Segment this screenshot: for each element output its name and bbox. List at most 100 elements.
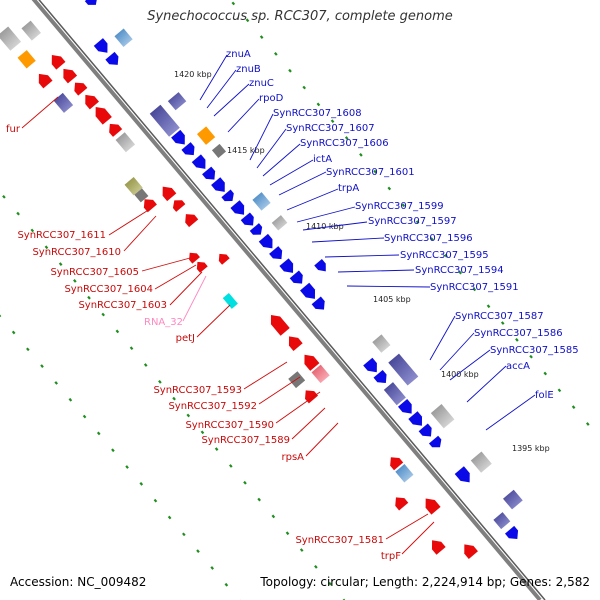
gene-label-1611: SynRCC307_1611	[17, 230, 106, 241]
tick-mark	[214, 447, 219, 451]
ruler: 1420 kbp 1415 kbp 1410 kbp 1405 kbp 1400…	[174, 70, 550, 453]
genome-backbone	[31, 0, 542, 600]
tick-mark	[257, 497, 261, 502]
tick-mark	[515, 338, 519, 342]
gene-feature	[74, 82, 88, 96]
leader-line	[449, 349, 491, 381]
tick-mark	[316, 102, 321, 107]
ruler-label: 1405 kbp	[373, 295, 411, 304]
tick-mark	[571, 405, 576, 410]
tick-mark	[82, 414, 87, 419]
tick-mark	[500, 321, 505, 325]
tick-mark	[68, 397, 73, 402]
ruler-label: 1400 kbp	[441, 370, 479, 379]
leader-line	[199, 54, 228, 101]
gene-feature	[211, 177, 225, 192]
tick-mark	[200, 430, 205, 435]
tick-mark	[153, 498, 158, 503]
leader-line	[385, 513, 429, 540]
gene-feature	[84, 0, 97, 5]
gene-feature	[464, 544, 478, 559]
tick-mark	[415, 220, 420, 224]
leader-line	[439, 332, 475, 371]
tick-mark	[430, 237, 434, 241]
tick-mark	[210, 566, 214, 570]
leader-line	[291, 407, 326, 440]
gene-label-1591: SynRCC307_1591	[430, 282, 519, 293]
gene-label-znuC: znuC	[249, 78, 274, 89]
gene-feature	[51, 55, 66, 70]
tick-mark	[328, 581, 332, 586]
gene-label-1610: SynRCC307_1610	[32, 247, 121, 258]
tick-mark	[373, 169, 377, 174]
gene-label-fur: fur	[6, 124, 21, 135]
gene-feature	[230, 200, 245, 215]
gene-feature	[249, 223, 263, 235]
gene-feature	[311, 296, 325, 310]
tick-mark	[585, 422, 590, 426]
tick-mark	[54, 381, 59, 385]
tick-mark	[458, 270, 462, 275]
reverse-labels: fur SynRCC307_1611 SynRCC307_1610 SynRCC…	[6, 96, 435, 562]
gene-feature	[430, 404, 455, 429]
gene-label-1604: SynRCC307_1604	[64, 284, 153, 295]
gene-label-znuA: znuA	[226, 49, 251, 60]
leader-line	[154, 264, 197, 290]
gene-feature	[395, 497, 409, 511]
leader-line	[213, 83, 250, 117]
gene-feature	[395, 464, 414, 483]
leader-line	[429, 315, 456, 361]
leader-line	[196, 304, 231, 338]
gene-label-1599: SynRCC307_1599	[355, 201, 444, 212]
gene-feature	[505, 525, 519, 539]
gene-label-1595: SynRCC307_1595	[400, 250, 489, 261]
gene-label-trpA: trpA	[338, 183, 359, 194]
leader-line	[227, 98, 260, 133]
tick-mark	[143, 363, 148, 367]
gene-label-1597: SynRCC307_1597	[368, 216, 457, 227]
gene-feature	[388, 353, 419, 386]
gene-label-rpoD: rpoD	[259, 93, 284, 104]
gene-feature	[202, 166, 216, 180]
leader-line	[305, 422, 339, 457]
gene-feature	[408, 411, 423, 426]
tick-mark	[444, 253, 448, 258]
gene-feature	[398, 399, 412, 414]
gene-feature	[63, 68, 78, 84]
tick-mark	[44, 245, 49, 250]
tick-mark	[529, 354, 533, 359]
gene-feature	[218, 253, 230, 265]
gene-feature	[93, 38, 108, 53]
tick-mark	[172, 396, 176, 401]
gene-feature	[428, 435, 442, 448]
tick-mark	[359, 152, 363, 157]
tick-mark	[344, 136, 349, 140]
topology-text: Topology: circular; Length: 2,224,914 bp…	[260, 575, 590, 589]
gene-label-1586: SynRCC307_1586	[474, 328, 563, 339]
gene-label-1594: SynRCC307_1594	[415, 265, 504, 276]
leader-line	[21, 96, 59, 129]
tick-mark	[115, 329, 120, 334]
gene-feature	[503, 489, 523, 510]
leader-line	[302, 221, 368, 231]
gene-label-1608: SynRCC307_1608	[273, 108, 362, 119]
tick-mark	[245, 18, 250, 23]
tick-mark	[231, 1, 236, 6]
leader-line	[206, 69, 237, 109]
gene-feature	[373, 369, 387, 383]
tick-mark	[111, 448, 115, 453]
gene-feature	[289, 270, 303, 284]
leader-line	[337, 269, 415, 273]
leader-line	[346, 285, 431, 288]
gene-feature	[38, 73, 53, 89]
leader-line	[182, 275, 207, 322]
tick-mark	[472, 287, 477, 292]
gene-feature	[221, 189, 234, 202]
gene-feature	[252, 192, 271, 211]
tick-mark	[285, 531, 290, 536]
gene-feature	[196, 126, 216, 145]
gene-feature	[185, 214, 199, 228]
gene-feature	[189, 252, 200, 264]
tick-mark	[557, 388, 562, 393]
